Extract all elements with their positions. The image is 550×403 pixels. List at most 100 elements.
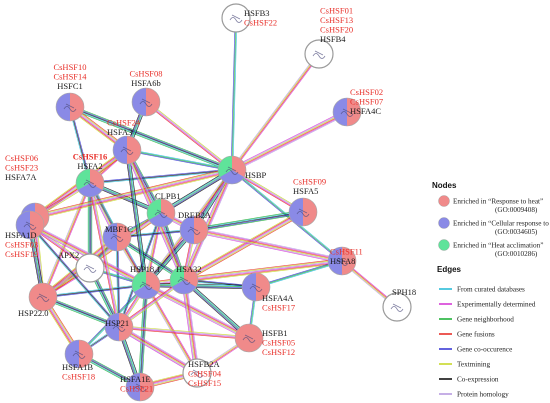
edge-HSP21-HSFB2A (117, 324, 199, 376)
edge-HSFA2-HSP21 (88, 182, 121, 328)
nodes-layer (15, 3, 412, 402)
edge-HSFA3-HSP18.1 (124, 149, 149, 286)
edge-HSA32-HSFB2A (181, 279, 200, 374)
node-mbf1c[interactable] (102, 222, 132, 252)
node-alias-hsfb1: CsHSF05 (262, 338, 295, 348)
node-hsfb3[interactable] (221, 3, 251, 33)
edge-HSFA3-HSBP (126, 148, 233, 172)
node-hsp21[interactable] (104, 312, 134, 342)
legend-node-go: (GO:0009408) (495, 206, 538, 214)
node-hsfa1d[interactable] (15, 210, 45, 240)
node-label-hsfa1d: HSFA1D (5, 230, 37, 240)
node-label-hsbp: HSBP (245, 170, 267, 180)
node-hsfa8[interactable] (327, 246, 357, 276)
edge-HSA32-HSFB1 (182, 278, 251, 340)
legend-node-swatch (438, 239, 450, 251)
node-label-hsfc1: HSFC1 (57, 81, 83, 91)
node-label-hsfb1: HSFB1 (262, 328, 288, 338)
node-label-apx2: APX2 (58, 250, 79, 260)
node-label-hsfa7a: HSFA7A (5, 172, 37, 182)
node-alias-hsfc1: CsHSF14 (53, 72, 87, 82)
node-hsfa6b[interactable] (131, 87, 161, 117)
edge-HSFB4-HSBP (230, 52, 321, 172)
legend-node-label: Enriched in “Heat acclimation” (453, 242, 543, 250)
edge-HSP18.1-HSP22.0 (42, 283, 147, 299)
legend-node-go: (GO:0010286) (495, 250, 538, 258)
legend-node-swatch (438, 195, 450, 207)
legend-node-label: Enriched in “Cellular response to heat” (453, 220, 550, 228)
node-alias-hsfb4: CsHSF20 (320, 25, 353, 35)
edge-HSP18.1-HSFA4A (145, 282, 257, 290)
node-alias-hsfa6b: CsHSF08 (129, 69, 162, 79)
legend-nodes-title: Nodes (432, 181, 457, 190)
node-alias-hsfb3: CsHSF22 (244, 18, 277, 28)
node-hsfa1b[interactable] (64, 339, 94, 369)
node-label-hsp18-1: HSP18.1 (130, 264, 160, 274)
node-label-hsfa8: HSFA8 (330, 256, 355, 266)
edge-HSFA4C-HSBP (230, 109, 349, 173)
node-label-hsfa6b: HSFA6b (131, 78, 161, 88)
node-label-hsfa3: HSFA3 (107, 127, 132, 137)
node-hsfc1[interactable] (55, 92, 85, 122)
edge-HSFA8-HSFA4A (255, 259, 343, 289)
legend-edge-label: Gene fusions (457, 331, 495, 339)
node-hsfa1e[interactable] (125, 372, 155, 402)
node-alias-hsfb2a: CsHSF15 (188, 378, 221, 388)
legend-node-swatch (438, 217, 450, 229)
node-apx2[interactable] (75, 253, 105, 283)
edge-HSFA1D-HSP21 (29, 224, 120, 328)
node-alias-hsfa7a: CsHSF23 (5, 163, 38, 173)
node-hsfa5[interactable] (288, 197, 318, 227)
node-label-hsfa4c: HSFA4C (350, 106, 381, 116)
node-hsfa4c[interactable] (332, 97, 362, 127)
legend-node-go: (GO:0034605) (495, 228, 538, 236)
node-alias-hsfa1d: CsHSF19 (5, 249, 38, 259)
node-label-hsfa5: HSFA5 (293, 186, 318, 196)
edge-HSP18.1-HSFA1E (137, 284, 149, 388)
node-hsp18-1[interactable] (131, 270, 161, 300)
node-alias-hsfa4a: CsHSF17 (262, 303, 295, 313)
node-dreb2a[interactable] (179, 215, 209, 245)
node-alias-hsfb2a: CsHSF04 (188, 369, 222, 379)
legend-edge-label: Textmining (457, 361, 490, 369)
edge-DREB2A-HSFA8 (193, 227, 343, 264)
node-label-hsfa1b: HSFA1B (62, 362, 93, 372)
node-hsbp[interactable] (217, 155, 247, 185)
edge-HSFB3-HSBP (230, 17, 238, 171)
edge-HSA32-HSFA8 (183, 258, 343, 283)
node-alias-hsfa5: CsHSF09 (293, 177, 326, 187)
node-hsfb1[interactable] (234, 323, 264, 353)
node-alias-hsfa2: CsHSF16 (73, 152, 107, 162)
node-hsp22-0[interactable] (28, 282, 58, 312)
node-alias-hsfa1d: CsHSF03 (5, 240, 38, 250)
legend-edge-label: From curated databases (457, 286, 525, 294)
node-alias-hsfa8: CsHSF11 (330, 247, 363, 257)
node-alias-hsfa1b: CsHSF18 (62, 372, 95, 382)
node-alias-hsfa1e: CsHSF21 (120, 384, 153, 394)
edge-HSFA5-DREB2A (193, 209, 304, 233)
legend-edge-label: Gene co-occurence (457, 346, 512, 354)
node-label-hsfb4: HSFB4 (320, 34, 346, 44)
node-label-hsfb3: HSFB3 (244, 8, 270, 18)
node-hsfa4a[interactable] (241, 272, 271, 302)
legend-edge-label: Experimentally determined (457, 301, 536, 309)
legend-edges-title: Edges (437, 265, 462, 274)
node-label-hsfb2a: HSFB2A (188, 359, 221, 369)
node-clpb1[interactable] (146, 198, 176, 228)
node-alias-hsfa7a: CsHSF06 (5, 153, 38, 163)
node-sph18[interactable] (382, 292, 412, 322)
node-label-hsa32: HSA32 (176, 264, 202, 274)
node-alias-hsfb1: CsHSF12 (262, 347, 295, 357)
node-alias-hsfa3: CsHSF24 (107, 118, 141, 128)
edge-HSFA6b-HSBP (144, 100, 234, 172)
node-hsfa3[interactable] (112, 135, 142, 165)
legend: Nodes Edges Enriched in “Response to hea… (432, 181, 550, 399)
node-hsa32[interactable] (169, 265, 199, 295)
node-hsfb4[interactable] (304, 39, 334, 69)
node-alias-hsfa4c: CsHSF02 (350, 87, 383, 97)
node-hsfa2[interactable] (75, 168, 105, 198)
node-label-mbf1c: MBF1C (105, 224, 133, 234)
node-hsfb2a[interactable] (182, 358, 212, 388)
node-label-hsfa1e: HSFA1E (120, 374, 151, 384)
